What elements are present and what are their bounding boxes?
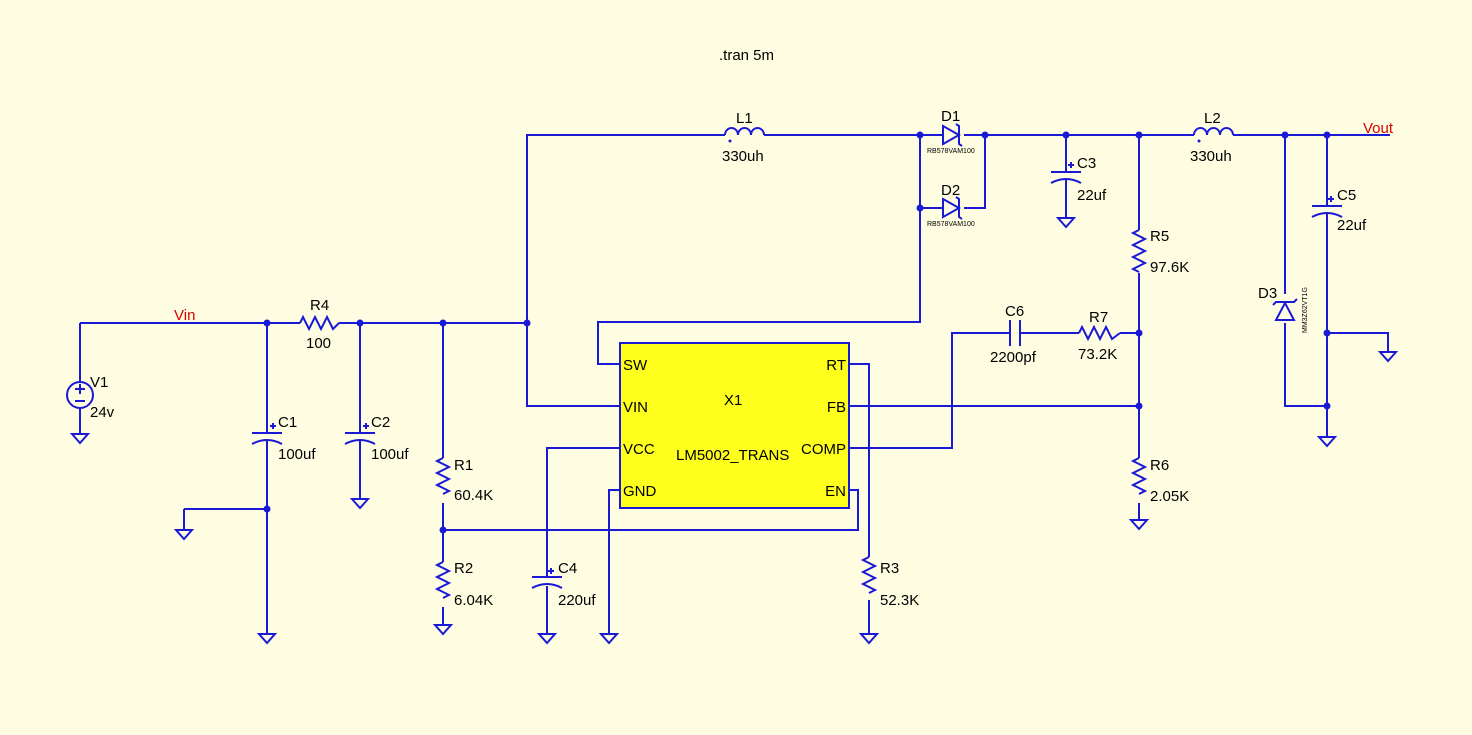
ground-icon xyxy=(69,433,91,445)
pin-vcc: VCC xyxy=(623,441,655,458)
c4-value: 220uf xyxy=(558,592,596,609)
capacitor-c1[interactable]: C1 100uf xyxy=(251,414,316,463)
c1-ref: C1 xyxy=(278,414,297,431)
d3-value: MM3Z62VT1G xyxy=(1302,287,1309,333)
diode-d1[interactable]: D1 RB578VAM100 xyxy=(927,108,975,155)
plus-icon xyxy=(1068,162,1074,168)
ic-x1[interactable]: X1 LM5002_TRANS SW VIN VCC GND RT FB COM… xyxy=(619,342,850,509)
ground-icon xyxy=(1055,217,1077,229)
c5-ref: C5 xyxy=(1337,187,1356,204)
pin-comp: COMP xyxy=(801,441,846,458)
r6-value: 2.05K xyxy=(1150,488,1189,505)
ground-icon xyxy=(256,633,278,645)
r7-ref: R7 xyxy=(1089,309,1108,326)
r2-ref: R2 xyxy=(454,560,473,577)
d2-ref: D2 xyxy=(941,182,960,199)
capacitor-c6[interactable]: C6 2200pf xyxy=(990,303,1037,366)
r5-ref: R5 xyxy=(1150,228,1169,245)
c3-value: 22uf xyxy=(1077,187,1107,204)
resistor-r6[interactable]: R6 2.05K xyxy=(1130,457,1189,505)
ground-icon xyxy=(598,633,620,645)
pin-en: EN xyxy=(825,483,846,500)
r6-ref: R6 xyxy=(1150,457,1169,474)
plus-icon xyxy=(1328,196,1334,202)
capacitor-c2[interactable]: C2 100uf xyxy=(344,414,409,463)
inductor-l1[interactable]: L1 330uh xyxy=(722,110,765,165)
c2-ref: C2 xyxy=(371,414,390,431)
c3-ref: C3 xyxy=(1077,155,1096,172)
resistor-r2[interactable]: R2 6.04K xyxy=(434,560,493,609)
c2-value: 100uf xyxy=(371,446,409,463)
capacitor-c3[interactable]: C3 22uf xyxy=(1050,155,1107,204)
diode-icon xyxy=(942,124,962,146)
c6-value: 2200pf xyxy=(990,349,1037,366)
l2-value: 330uh xyxy=(1190,148,1232,165)
r1-value: 60.4K xyxy=(454,487,493,504)
pin-vin: VIN xyxy=(623,399,648,416)
c1-value: 100uf xyxy=(278,446,316,463)
r5-value: 97.6K xyxy=(1150,259,1189,276)
resistor-r1[interactable]: R1 60.4K xyxy=(434,457,493,504)
r7-value: 73.2K xyxy=(1078,346,1117,363)
r4-value: 100 xyxy=(306,335,331,352)
ground-icon xyxy=(1316,436,1338,448)
d1-value: RB578VAM100 xyxy=(927,148,975,155)
ground-icon xyxy=(173,529,195,541)
resistor-r5[interactable]: R5 97.6K xyxy=(1130,228,1189,276)
ground-icon xyxy=(432,624,454,636)
polarity-icon xyxy=(75,384,85,402)
diode-d2[interactable]: D2 RB578VAM100 xyxy=(927,182,975,228)
r3-ref: R3 xyxy=(880,560,899,577)
d3-ref: D3 xyxy=(1258,285,1277,302)
net-label-vin: Vin xyxy=(174,307,195,324)
d2-value: RB578VAM100 xyxy=(927,221,975,228)
ic-ref: X1 xyxy=(724,392,742,409)
r4-ref: R4 xyxy=(310,297,329,314)
d1-ref: D1 xyxy=(941,108,960,125)
ground-symbols xyxy=(69,217,1399,645)
tran-directive[interactable]: .tran 5m xyxy=(719,47,774,64)
resistor-r4[interactable]: R4 100 xyxy=(299,297,340,352)
l1-value: 330uh xyxy=(722,148,764,165)
capacitor-c5[interactable]: C5 22uf xyxy=(1311,187,1367,234)
diode-icon xyxy=(942,197,962,219)
voltage-source-v1[interactable]: V1 24v xyxy=(66,374,115,421)
ic-part: LM5002_TRANS xyxy=(676,447,789,464)
pin-rt: RT xyxy=(826,357,846,374)
c4-ref: C4 xyxy=(558,560,577,577)
zener-diode-d3[interactable]: D3 MM3Z62VT1G xyxy=(1258,285,1309,333)
l1-ref: L1 xyxy=(736,110,753,127)
capacitor-c4[interactable]: C4 220uf xyxy=(531,560,596,609)
ground-icon xyxy=(349,498,371,510)
c6-ref: C6 xyxy=(1005,303,1024,320)
v1-value: 24v xyxy=(90,404,115,421)
plus-icon xyxy=(270,423,276,429)
ground-icon xyxy=(536,633,558,645)
zener-icon xyxy=(1274,300,1296,321)
junctions xyxy=(263,131,1331,534)
wires xyxy=(79,134,1390,634)
v1-ref: V1 xyxy=(90,374,108,391)
c5-value: 22uf xyxy=(1337,217,1367,234)
resistor-r3[interactable]: R3 52.3K xyxy=(860,556,919,609)
ic-body xyxy=(619,342,850,509)
pin-gnd: GND xyxy=(623,483,657,500)
r2-value: 6.04K xyxy=(454,592,493,609)
ground-icon xyxy=(1377,351,1399,363)
r1-ref: R1 xyxy=(454,457,473,474)
ground-icon xyxy=(1128,519,1150,531)
inductor-l2[interactable]: L2 330uh xyxy=(1190,110,1234,165)
resistor-r7[interactable]: R7 73.2K xyxy=(1078,309,1121,363)
plus-icon xyxy=(363,423,369,429)
plus-icon xyxy=(548,568,554,574)
ground-icon xyxy=(858,633,880,645)
r3-value: 52.3K xyxy=(880,592,919,609)
net-label-vout: Vout xyxy=(1363,120,1394,137)
pin-fb: FB xyxy=(827,399,846,416)
pin-sw: SW xyxy=(623,357,648,374)
l2-ref: L2 xyxy=(1204,110,1221,127)
